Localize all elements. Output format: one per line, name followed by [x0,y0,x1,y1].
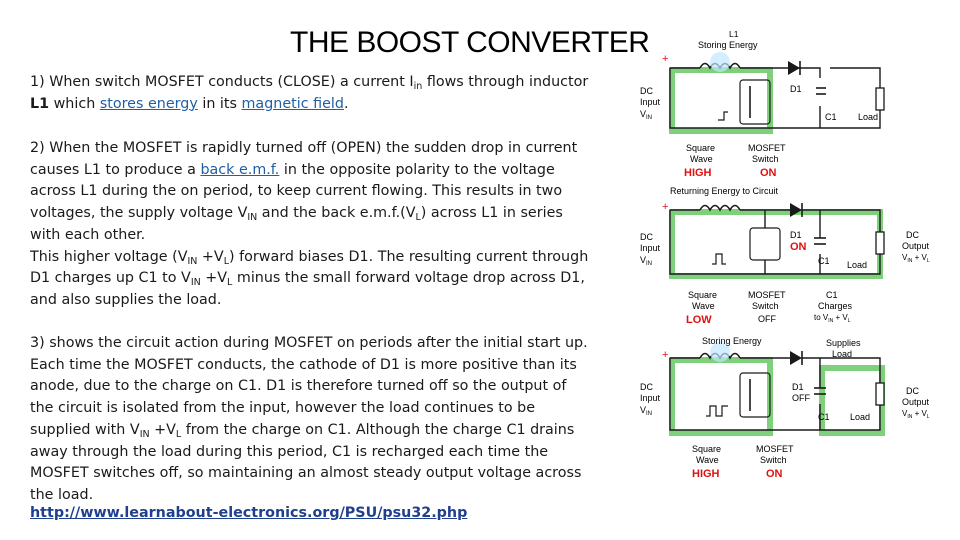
load-path-green [819,365,885,436]
svg-text:D1: D1 [790,230,802,240]
diode-d1 [790,351,802,365]
square-wave-icon [712,253,726,265]
svg-text:Load: Load [850,412,870,422]
mosfet-symbol [739,372,771,418]
svg-text:+: + [662,349,668,361]
svg-text:+: + [662,53,668,65]
svg-text:Wave: Wave [696,455,719,465]
svg-text:HIGH: HIGH [692,468,720,480]
stores-energy-link[interactable]: stores energy [99,95,198,112]
svg-text:MOSFET: MOSFET [756,444,794,454]
svg-text:Square: Square [686,143,715,153]
current-path-green [669,209,883,279]
svg-text:VIN + VL: VIN + VL [902,253,930,264]
square-wave-icon [706,405,728,417]
current-path-green [669,67,773,134]
svg-text:D1: D1 [790,84,802,94]
current-path-green [669,357,773,436]
diode-d1 [788,61,800,75]
svg-text:ON: ON [790,241,807,253]
svg-text:C1: C1 [818,256,830,266]
svg-text:VIN: VIN [640,255,652,267]
inductor-l1 [699,204,741,212]
mosfet-symbol [739,79,771,125]
svg-text:+: + [662,201,668,213]
svg-text:OFF: OFF [758,314,776,324]
svg-text:MOSFET: MOSFET [748,143,786,153]
svg-text:Output: Output [902,397,930,407]
load-resistor [875,382,885,406]
paragraph-1: 1) When switch MOSFET conducts (CLOSE) a… [30,74,589,112]
svg-text:C1: C1 [825,112,837,122]
diode-d1 [790,203,802,217]
svg-text:Input: Input [640,97,661,107]
svg-text:Charges: Charges [818,301,853,311]
magnetic-field-link[interactable]: magnetic field [241,95,344,112]
svg-text:DC: DC [640,382,653,392]
svg-text:MOSFET: MOSFET [748,290,786,300]
svg-text:Storing Energy: Storing Energy [702,336,762,346]
svg-text:Returning Energy to Circuit: Returning Energy to Circuit [670,186,779,196]
svg-text:Storing Energy: Storing Energy [698,40,758,50]
svg-text:Wave: Wave [690,154,713,164]
svg-text:L1: L1 [729,29,739,39]
svg-text:to VIN + VL: to VIN + VL [814,313,851,324]
svg-text:Load: Load [832,349,852,359]
svg-text:C1: C1 [826,290,838,300]
svg-text:HIGH: HIGH [684,167,712,179]
load-resistor [875,231,885,255]
load-resistor [875,87,885,111]
paragraph-3: 3) shows the circuit action during MOSFE… [30,335,588,503]
svg-text:D1: D1 [792,382,804,392]
svg-text:Load: Load [858,112,878,122]
diagram-2: Returning Energy to Circuit + DC Input V… [640,186,930,326]
svg-text:Supplies: Supplies [826,338,861,348]
svg-text:DC: DC [640,86,653,96]
svg-text:VIN: VIN [640,405,652,417]
svg-text:Square: Square [692,444,721,454]
svg-text:VIN: VIN [640,109,652,121]
diagram-1: L1 Storing Energy + DC Input VIN D1 C1 L… [640,29,885,179]
svg-text:Wave: Wave [692,301,715,311]
svg-text:Square: Square [688,290,717,300]
boost-converter-diagrams: L1 Storing Energy + DC Input VIN D1 C1 L… [640,29,930,480]
svg-text:LOW: LOW [686,314,712,326]
back-emf-link[interactable]: back e.m.f. [200,161,280,178]
svg-text:Load: Load [847,260,867,270]
slide-title: THE BOOST CONVERTER [290,26,650,59]
svg-text:DC: DC [906,230,919,240]
svg-text:ON: ON [766,468,783,480]
svg-text:C1: C1 [818,412,830,422]
svg-text:VIN + VL: VIN + VL [902,409,930,420]
svg-text:DC: DC [640,232,653,242]
svg-text:Input: Input [640,393,661,403]
square-wave-icon [718,111,728,121]
svg-text:ON: ON [760,167,777,179]
mosfet-symbol [749,227,781,261]
svg-text:OFF: OFF [792,393,810,403]
svg-text:Switch: Switch [752,154,779,164]
paragraph-2: 2) When the MOSFET is rapidly turned off… [30,140,589,308]
svg-text:Output: Output [902,241,930,251]
svg-text:DC: DC [906,386,919,396]
svg-text:Switch: Switch [760,455,787,465]
svg-text:Input: Input [640,243,661,253]
source-url-link[interactable]: http://www.learnabout-electronics.org/PS… [30,505,468,521]
svg-text:Switch: Switch [752,301,779,311]
diagram-3: Storing Energy Supplies Load + DC Input … [640,336,930,480]
